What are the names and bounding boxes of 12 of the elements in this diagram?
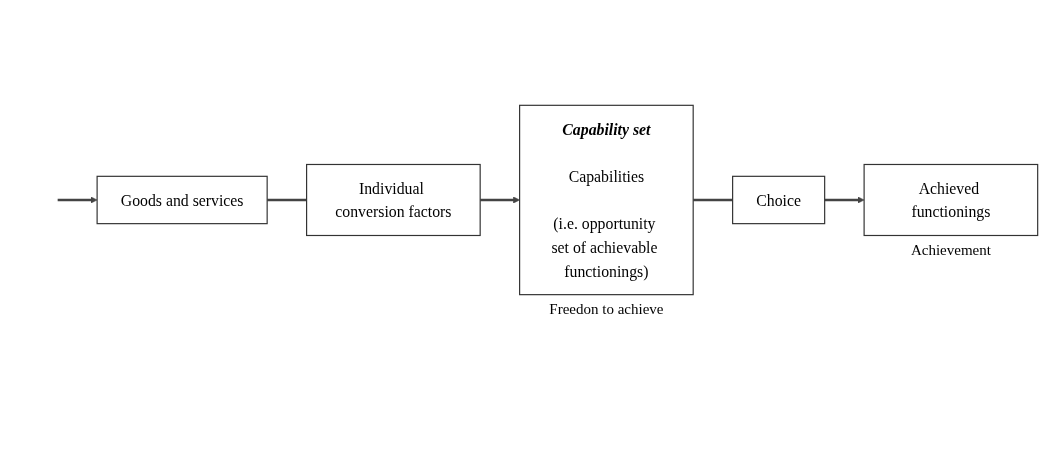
- node-box: Goods and services: [96, 175, 268, 225]
- caption-text: Achievement: [910, 241, 991, 259]
- arrow: [57, 196, 98, 204]
- caption-text: Freedon to achieve: [549, 300, 664, 318]
- node-box: Choice: [732, 175, 826, 225]
- arrow: [824, 196, 865, 204]
- node-box: Individual conversion factors: [306, 163, 481, 237]
- node-box: Capability set Capabilities (i.e. opportunity set of achievable functionings): [519, 104, 694, 296]
- node-box: Achieved functionings: [863, 163, 1039, 237]
- arrow: [480, 196, 520, 204]
- connector: [267, 198, 307, 202]
- connector: [693, 198, 733, 202]
